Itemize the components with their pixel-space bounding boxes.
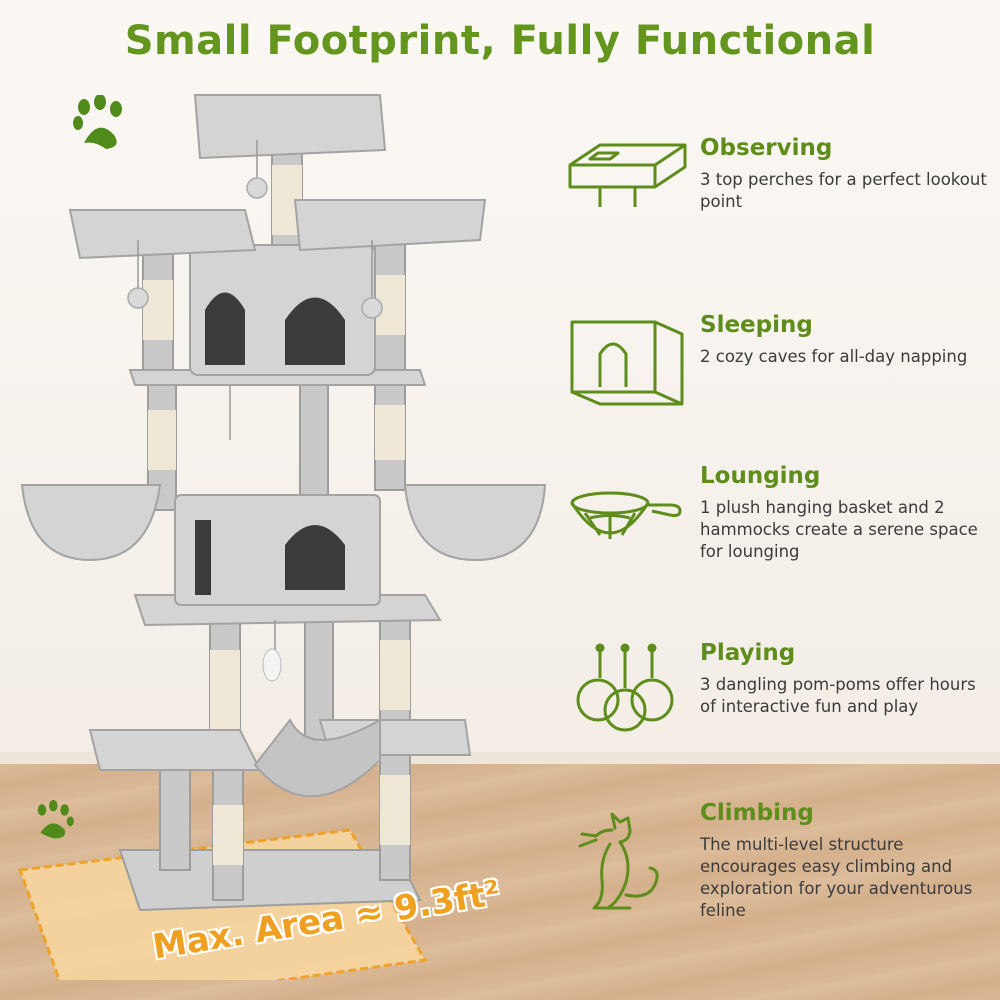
feature-description: 2 cozy caves for all-day napping <box>700 347 968 366</box>
feature-sleeping: Sleeping 2 cozy caves for all-day nappin… <box>560 312 990 432</box>
feature-description: 3 dangling pom-poms offer hours of inter… <box>700 675 976 716</box>
feature-title: Playing <box>700 640 796 666</box>
feature-lounging: Lounging 1 plush hanging basket and 2 ha… <box>560 463 990 583</box>
feature-title: Lounging <box>700 463 821 489</box>
feature-title: Observing <box>700 135 833 161</box>
paw-print-icon <box>73 95 122 149</box>
cat-icon <box>578 812 659 910</box>
cave-icon <box>570 320 684 406</box>
feature-title: Climbing <box>700 800 814 826</box>
feature-description: 3 top perches for a perfect lookout poin… <box>700 170 987 211</box>
feature-observing: Observing 3 top perches for a perfect lo… <box>560 135 990 255</box>
feature-playing: Playing 3 dangling pom-poms offer hours … <box>560 640 990 760</box>
feature-description: 1 plush hanging basket and 2 hammocks cr… <box>700 498 978 561</box>
basket-icon <box>570 491 682 539</box>
cat-tree-illustration <box>17 94 547 980</box>
perch-icon <box>568 143 687 207</box>
feature-description: The multi-level structure encourages eas… <box>700 835 973 920</box>
page-title: Small Footprint, Fully Functional <box>124 18 876 64</box>
pompom-icon <box>576 643 674 732</box>
paw-print-icon <box>37 800 74 839</box>
feature-climbing: Climbing The multi-level structure encou… <box>560 800 990 920</box>
feature-title: Sleeping <box>700 312 813 338</box>
